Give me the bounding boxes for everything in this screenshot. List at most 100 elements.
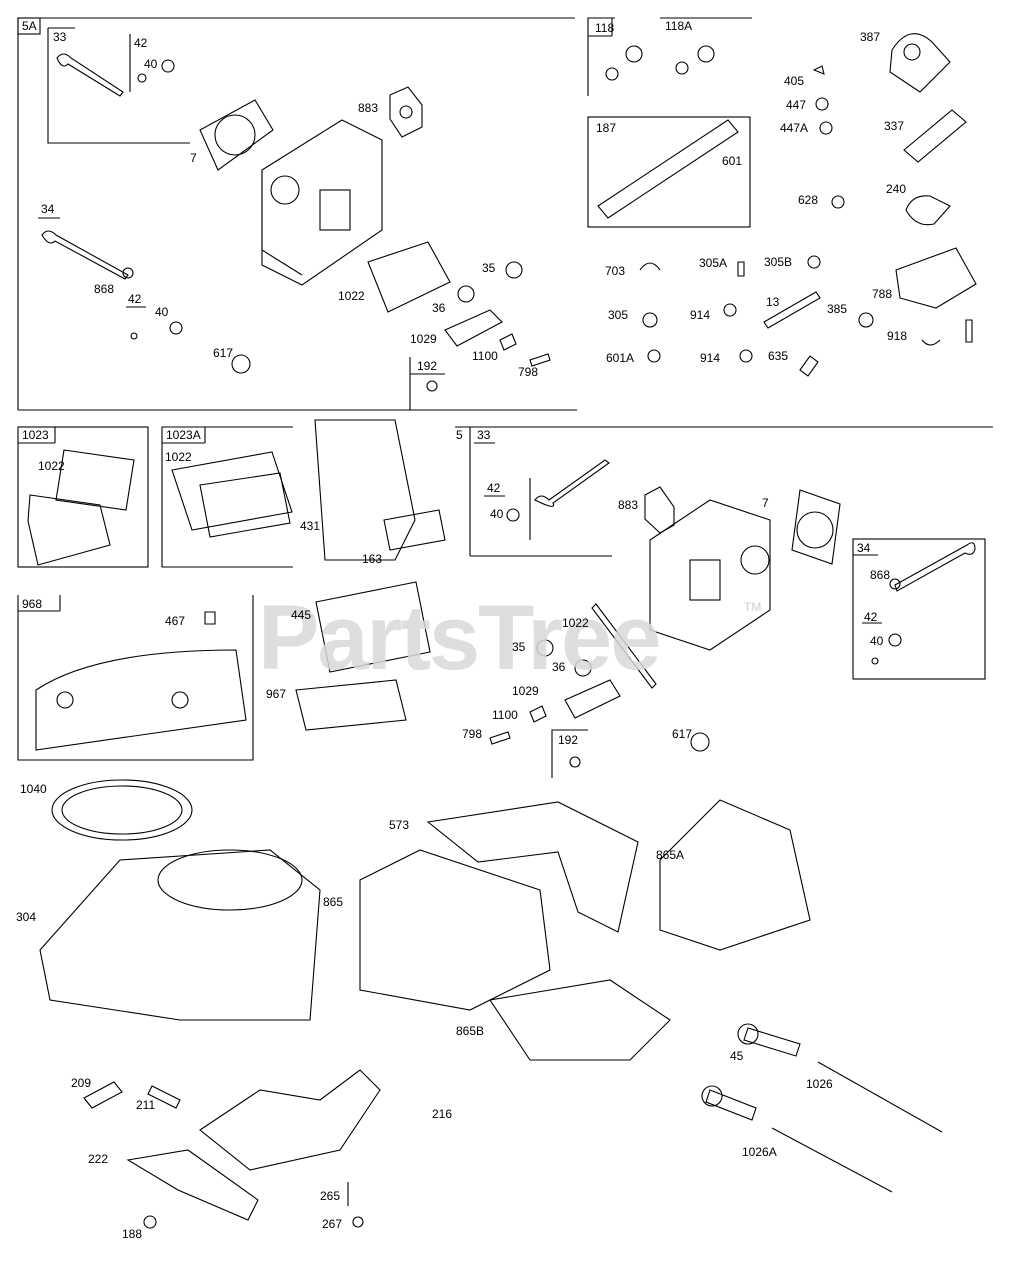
nut-35b — [536, 639, 554, 657]
lower-parts — [83, 1023, 943, 1229]
baffle-865B — [489, 979, 671, 1061]
group-label-33a: 33 — [53, 30, 67, 44]
part-label-36a: 36 — [432, 301, 446, 315]
part-label-798b: 798 — [462, 727, 483, 741]
group-label-118A: 118A — [665, 19, 693, 33]
screen-1040 — [51, 779, 193, 841]
group-label-33b: 33 — [477, 428, 491, 442]
gasket-1022c — [171, 451, 293, 531]
part-label-267: 267 — [322, 1217, 343, 1231]
head-5A — [261, 119, 383, 286]
gasket-883b — [644, 486, 675, 534]
frame-192b — [551, 729, 588, 778]
spring-868b — [889, 578, 901, 590]
part-label-573: 573 — [389, 818, 410, 832]
part-label-1022b: 1022 — [38, 459, 65, 473]
part-label-405: 405 — [784, 74, 805, 88]
part-label-865: 865 — [323, 895, 344, 909]
retainer-42a — [137, 73, 147, 83]
head-5A-port — [270, 175, 300, 205]
tube-187 — [597, 119, 739, 219]
cover-1023 — [27, 494, 111, 566]
part-label-305A: 305A — [699, 256, 728, 270]
part-label-305: 305 — [608, 308, 629, 322]
group-label-1023: 1023 — [22, 428, 49, 442]
group-label-968: 968 — [22, 597, 43, 611]
head-5A-block — [319, 189, 351, 231]
pushrod-tube-45 — [743, 1027, 801, 1057]
gasket-7b-bore — [796, 511, 834, 549]
part-label-7a: 7 — [190, 151, 197, 165]
frame-34b — [852, 538, 986, 680]
part-label-447A: 447A — [780, 121, 809, 135]
frame-1023 — [17, 426, 149, 568]
pushrod-1026A — [771, 1127, 893, 1193]
cover-968-boss-r — [171, 691, 189, 709]
screw-305 — [642, 312, 658, 328]
retainer-42d — [871, 657, 879, 665]
blower-housing — [39, 779, 811, 1061]
part-label-40d: 40 — [870, 634, 884, 648]
fitting-385 — [858, 312, 874, 328]
part-label-617b: 617 — [672, 727, 693, 741]
nut-914a — [723, 303, 737, 317]
part-label-40b: 40 — [155, 305, 169, 319]
part-label-865B: 865B — [456, 1024, 485, 1038]
group-label-42c: 42 — [487, 481, 501, 495]
group-label-5A: 5A — [22, 19, 37, 33]
filter-240 — [905, 195, 951, 226]
part-label-447: 447 — [786, 98, 807, 112]
valve-33a — [56, 53, 124, 97]
part-label-1100a: 1100 — [472, 349, 498, 363]
part-label-1100b: 1100 — [492, 708, 518, 722]
part-label-635: 635 — [768, 349, 789, 363]
fuel-parts — [597, 33, 977, 377]
group-label-187: 187 — [596, 121, 617, 135]
part-label-1029a: 1029 — [410, 332, 437, 346]
stud-305A — [737, 261, 745, 277]
group-frames — [17, 17, 993, 778]
part-label-337: 337 — [884, 119, 905, 133]
stud-305B — [807, 255, 821, 269]
watermark: PartsTree — [258, 587, 661, 689]
bracket-222 — [126, 1149, 259, 1221]
part-label-914a: 914 — [690, 308, 711, 322]
part-label-211: 211 — [136, 1098, 156, 1112]
group-label-5: 5 — [456, 428, 463, 442]
gasket-1022b — [55, 449, 135, 511]
group-label-34b: 34 — [857, 541, 871, 555]
retainer-42b — [130, 332, 138, 340]
part-label-35b: 35 — [512, 640, 526, 654]
part-label-40c: 40 — [490, 507, 504, 521]
screw-267 — [352, 1216, 364, 1228]
watermark-tm: TM — [744, 600, 762, 614]
part-label-628: 628 — [798, 193, 819, 207]
part-label-868b: 868 — [870, 568, 891, 582]
hose-918b — [965, 319, 973, 343]
group-label-34a: 34 — [41, 202, 55, 216]
part-label-385: 385 — [827, 302, 848, 316]
housing-304-ring — [157, 849, 303, 911]
part-label-209: 209 — [71, 1076, 92, 1090]
part-label-617a: 617 — [213, 346, 234, 360]
part-label-163: 163 — [362, 552, 383, 566]
part-label-865A: 865A — [656, 848, 685, 862]
prefilter-967 — [295, 679, 407, 731]
fitting-447 — [815, 97, 829, 111]
screw-188 — [143, 1215, 157, 1229]
frame-187 — [587, 116, 751, 228]
part-label-387: 387 — [860, 30, 881, 44]
spring-209 — [83, 1081, 123, 1109]
part-label-36b: 36 — [552, 660, 566, 674]
seal-617a — [231, 354, 251, 374]
rocker-covers — [27, 419, 446, 751]
group-label-42b: 42 — [128, 292, 142, 306]
part-label-40a: 40 — [144, 57, 158, 71]
group-label-1023A: 1023A — [166, 428, 201, 442]
nut-192a — [426, 380, 438, 392]
head-5A-side — [261, 170, 303, 276]
fitting-447A — [819, 121, 833, 135]
pushrod-tube-45-flange — [737, 1023, 759, 1045]
part-label-216: 216 — [432, 1107, 453, 1121]
